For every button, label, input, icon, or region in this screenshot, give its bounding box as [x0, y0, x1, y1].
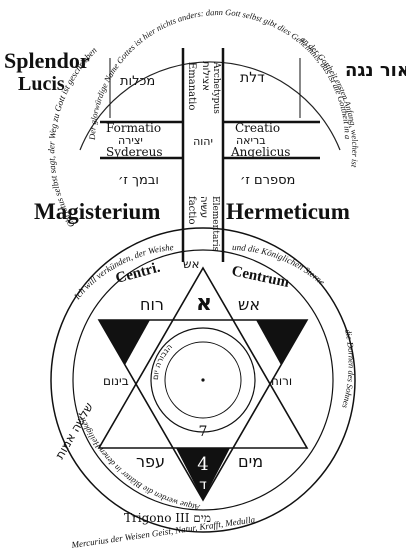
center-dot — [201, 378, 205, 382]
factio-word: factio — [186, 196, 197, 225]
mayim-right: מים — [238, 452, 263, 471]
factio-hebrew: עשיה — [198, 196, 209, 218]
cross-thin-lines — [109, 58, 301, 118]
centrum-word: Centrum — [230, 263, 291, 291]
cross-low-left: ובמך ז׳ — [118, 173, 159, 188]
tetragrammaton: יהוה — [193, 135, 213, 148]
center-ring-inner — [164, 341, 242, 419]
dark-triangle-bottom — [176, 448, 230, 500]
aleph-letter: א — [196, 291, 212, 316]
lucis-word: Lucis — [18, 73, 65, 95]
esh-right: אש — [238, 295, 260, 314]
cross-top-left-cell: מכלות — [120, 74, 155, 89]
upper-arc-line — [79, 61, 341, 151]
veruach-right: ורוח — [271, 374, 292, 388]
cross-low-right: מספרם ז׳ — [240, 173, 295, 188]
outer-circle — [50, 227, 356, 533]
hermeticum-word: Hermeticum — [226, 199, 350, 224]
center-ring-outer — [150, 327, 256, 433]
splendor-word: Splendor — [4, 48, 90, 73]
angelicus-word: Angelicus — [230, 145, 290, 159]
dark-triangle-left — [99, 320, 150, 365]
cross-top-right-cell: דלת — [240, 70, 265, 86]
creatio-hebrew: בריאה — [236, 134, 266, 147]
emanatio-hebrew: אצילות — [200, 61, 211, 91]
dark-triangle-right — [256, 320, 307, 365]
archetypus-word: Archetypus — [211, 61, 221, 114]
magisterium-word: Magisterium — [34, 199, 160, 224]
cross — [100, 48, 320, 262]
inner-circle — [72, 249, 334, 511]
emanatio-word: Emanatio — [186, 62, 197, 110]
creatio-word: Creatio — [235, 121, 280, 135]
bottom-number: 4 — [197, 454, 208, 475]
top-label-esh: אש — [183, 257, 200, 271]
hebrew-or-nogah: אור נגה — [345, 60, 406, 81]
ruach-left: רוח — [140, 295, 164, 314]
sydereus-word: Sydereus — [106, 145, 163, 159]
binom-left: בינום — [103, 374, 129, 388]
afar-left: עפר — [136, 452, 165, 471]
elementaris-word: Elementaris — [210, 196, 220, 252]
formatio-word: Formatio — [106, 121, 161, 135]
formatio-hebrew: יצירה — [118, 134, 143, 147]
ring-bottom: Trigono III מים — [124, 511, 211, 525]
bottom-letter: ד — [199, 477, 207, 493]
